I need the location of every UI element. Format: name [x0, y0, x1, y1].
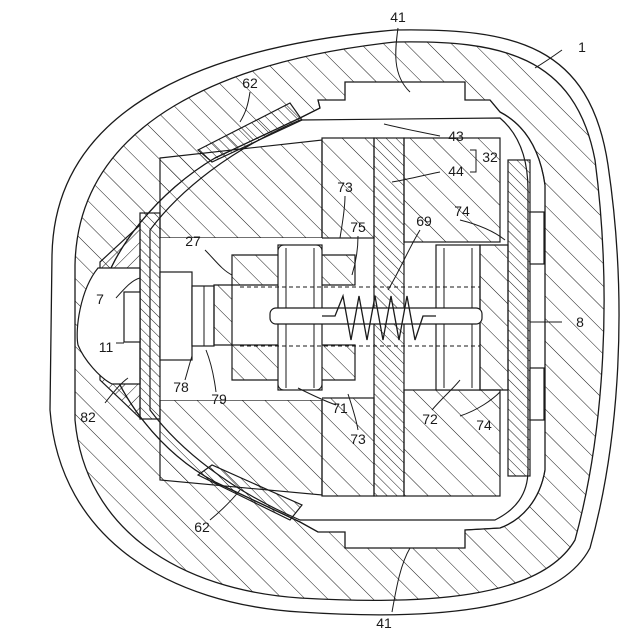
label-71: 71 — [332, 400, 348, 416]
label-69: 69 — [416, 213, 432, 229]
label-27: 27 — [185, 233, 201, 249]
label-62-bottom: 62 — [194, 519, 210, 535]
label-41-top: 41 — [390, 9, 406, 25]
label-8: 8 — [576, 314, 584, 330]
label-74-bottom: 74 — [476, 417, 492, 433]
part-79-washer — [192, 286, 214, 346]
right-plate-tab-top — [530, 212, 544, 264]
right-plate-8 — [508, 160, 530, 476]
label-73-top: 73 — [337, 179, 353, 195]
right-holder — [480, 245, 508, 390]
label-41-bottom: 41 — [376, 615, 392, 631]
label-78: 78 — [173, 379, 189, 395]
label-72: 72 — [422, 411, 438, 427]
label-44: 44 — [448, 163, 464, 179]
label-79: 79 — [211, 391, 227, 407]
part-78-block — [160, 272, 192, 360]
label-1: 1 — [578, 39, 586, 55]
label-74-top: 74 — [454, 203, 470, 219]
label-11: 11 — [99, 339, 114, 355]
label-7: 7 — [96, 291, 104, 307]
left-plate — [140, 213, 160, 419]
label-75: 75 — [350, 219, 366, 235]
central-shaft — [270, 308, 482, 324]
label-32: 32 — [482, 149, 498, 165]
label-73-bottom: 73 — [350, 431, 366, 447]
label-62-top: 62 — [242, 75, 258, 91]
label-82: 82 — [80, 409, 96, 425]
label-43: 43 — [448, 128, 464, 144]
part-11-stub — [124, 292, 140, 342]
right-plate-tab-bottom — [530, 368, 544, 420]
